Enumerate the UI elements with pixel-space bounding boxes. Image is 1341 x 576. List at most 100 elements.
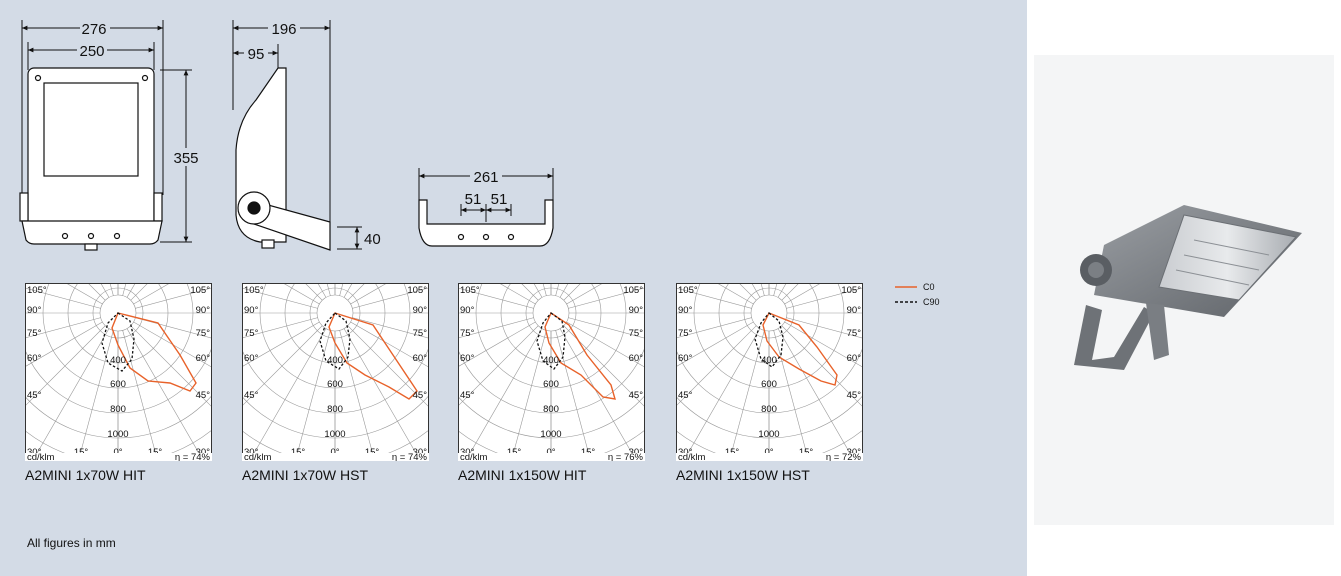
radial-label: 1000: [758, 429, 779, 440]
angle-label-left: 30°: [244, 447, 259, 458]
angle-label-left-105: 105°: [27, 285, 47, 296]
angle-label-left: 75°: [460, 328, 475, 339]
radial-label: 1000: [107, 429, 128, 440]
polar-grid: [459, 284, 644, 460]
angle-label-left-105: 105°: [678, 285, 698, 296]
dim-front-inner-width: 250: [79, 43, 104, 60]
footnote: All figures in mm: [27, 536, 116, 550]
mounting-bracket: [1074, 305, 1154, 370]
angle-label-right: 75°: [196, 328, 211, 339]
unit-label: cd/klm: [460, 452, 488, 461]
angle-label-right: 30°: [847, 447, 862, 458]
angle-label-left: 90°: [244, 305, 259, 316]
c0-curve: [111, 312, 197, 392]
side-view: [235, 67, 331, 251]
angle-label-bottom-center: 0°: [764, 447, 773, 458]
polar-grid: [243, 284, 428, 460]
c0-curve: [328, 312, 418, 400]
radial-label: 800: [327, 404, 343, 415]
dimension-drawings: 276 250 355 196 95 40 261 51 51: [19, 19, 554, 251]
angle-label-right-105: 105°: [623, 285, 643, 296]
legend-c90-label: C90: [923, 297, 940, 307]
polar-diagram-1: 105° 105° 90° 75° 60° 45° 30° 90° 75° 60° 45° 30° 15…: [25, 283, 212, 461]
unit-label: cd/klm: [244, 452, 272, 461]
angle-label-right: 75°: [413, 328, 428, 339]
front-view: [19, 67, 163, 251]
angle-label-right: 30°: [629, 447, 644, 458]
angle-label-bottom-center: 0°: [330, 447, 339, 458]
angle-label-left: 60°: [244, 353, 259, 364]
angle-label-right: 45°: [196, 390, 211, 401]
radial-label: 1000: [540, 429, 561, 440]
angle-label-right: 30°: [413, 447, 428, 458]
dim-bottom-width: 261: [473, 169, 498, 186]
polar-diagram-2: 105°105°90°75°60°45°30°90°75°60°45°30°15…: [242, 283, 429, 461]
angle-label-left: 60°: [27, 353, 42, 364]
angle-label-left: 90°: [460, 305, 475, 316]
angle-label-bottom-left: 15°: [725, 447, 740, 458]
angle-label-left: 75°: [27, 328, 42, 339]
angle-label-right: 90°: [196, 305, 211, 316]
angle-label-left: 30°: [27, 447, 42, 458]
radial-label: 800: [543, 404, 559, 415]
angle-label-right: 45°: [629, 390, 644, 401]
radial-label: 400: [327, 355, 343, 366]
dim-bottom-hole-right: 51: [491, 191, 508, 208]
legend: C0 C90: [895, 282, 940, 307]
polar-grid: [26, 284, 211, 460]
angle-label-bottom-left: 15°: [291, 447, 306, 458]
angle-label-left: 30°: [460, 447, 475, 458]
legend-c0-label: C0: [923, 282, 935, 292]
angle-label-right: 75°: [847, 328, 862, 339]
angle-label-left: 90°: [27, 305, 42, 316]
polar-diagram-4: 105°105°90°75°60°45°30°90°75°60°45°30°15…: [676, 283, 863, 461]
c90-curve: [319, 312, 351, 370]
bottom-view: [418, 199, 554, 247]
radial-label: 1000: [324, 429, 345, 440]
angle-label-left-105: 105°: [244, 285, 264, 296]
angle-label-left: 60°: [460, 353, 475, 364]
dim-side-offset: 95: [248, 46, 265, 63]
unit-label: cd/klm: [27, 452, 55, 461]
radial-label: 400: [543, 355, 559, 366]
c0-curve: [544, 311, 616, 400]
angle-label-bottom-center: 0°: [546, 447, 555, 458]
angle-label-right: 45°: [413, 390, 428, 401]
c90-curve: [101, 312, 135, 372]
angle-label-left: 45°: [244, 390, 259, 401]
angle-label-left: 45°: [27, 390, 42, 401]
model-label-4: A2MINI 1x150W HST: [676, 467, 810, 483]
model-label-3: A2MINI 1x150W HIT: [458, 467, 587, 483]
dim-front-outer-width: 276: [81, 21, 106, 38]
model-label-2: A2MINI 1x70W HST: [242, 467, 369, 483]
angle-label-right: 30°: [196, 447, 211, 458]
efficiency-label: η = 74%: [392, 452, 428, 461]
radial-label: 800: [761, 404, 777, 415]
angle-label-right: 60°: [196, 353, 211, 364]
radial-label: 400: [110, 355, 126, 366]
dim-side-bracket-height: 40: [364, 231, 381, 248]
angle-label-bottom-left: 15°: [507, 447, 522, 458]
unit-label: cd/klm: [678, 452, 706, 461]
efficiency-label: η = 74%: [175, 452, 211, 461]
angle-label-left: 30°: [678, 447, 693, 458]
angle-label-right: 60°: [413, 353, 428, 364]
dim-side-depth: 196: [271, 21, 296, 38]
angle-label-bottom-right: 15°: [799, 447, 814, 458]
angle-label-left: 75°: [244, 328, 259, 339]
angle-label-bottom-left: 15°: [74, 447, 89, 458]
angle-label-right-105: 105°: [190, 285, 210, 296]
radial-label: 400: [761, 355, 777, 366]
model-label-1: A2MINI 1x70W HIT: [25, 467, 146, 483]
product-photo: [1074, 205, 1302, 370]
dim-front-height: 355: [173, 150, 198, 167]
c0-curve: [762, 312, 838, 386]
angle-label-bottom-right: 15°: [581, 447, 596, 458]
angle-label-bottom-right: 15°: [148, 447, 163, 458]
dim-bottom-hole-left: 51: [465, 191, 482, 208]
radial-label: 600: [327, 379, 343, 390]
c90-curve: [536, 312, 566, 370]
angle-label-right-105: 105°: [407, 285, 427, 296]
angle-label-left-105: 105°: [460, 285, 480, 296]
angle-label-right: 60°: [629, 353, 644, 364]
